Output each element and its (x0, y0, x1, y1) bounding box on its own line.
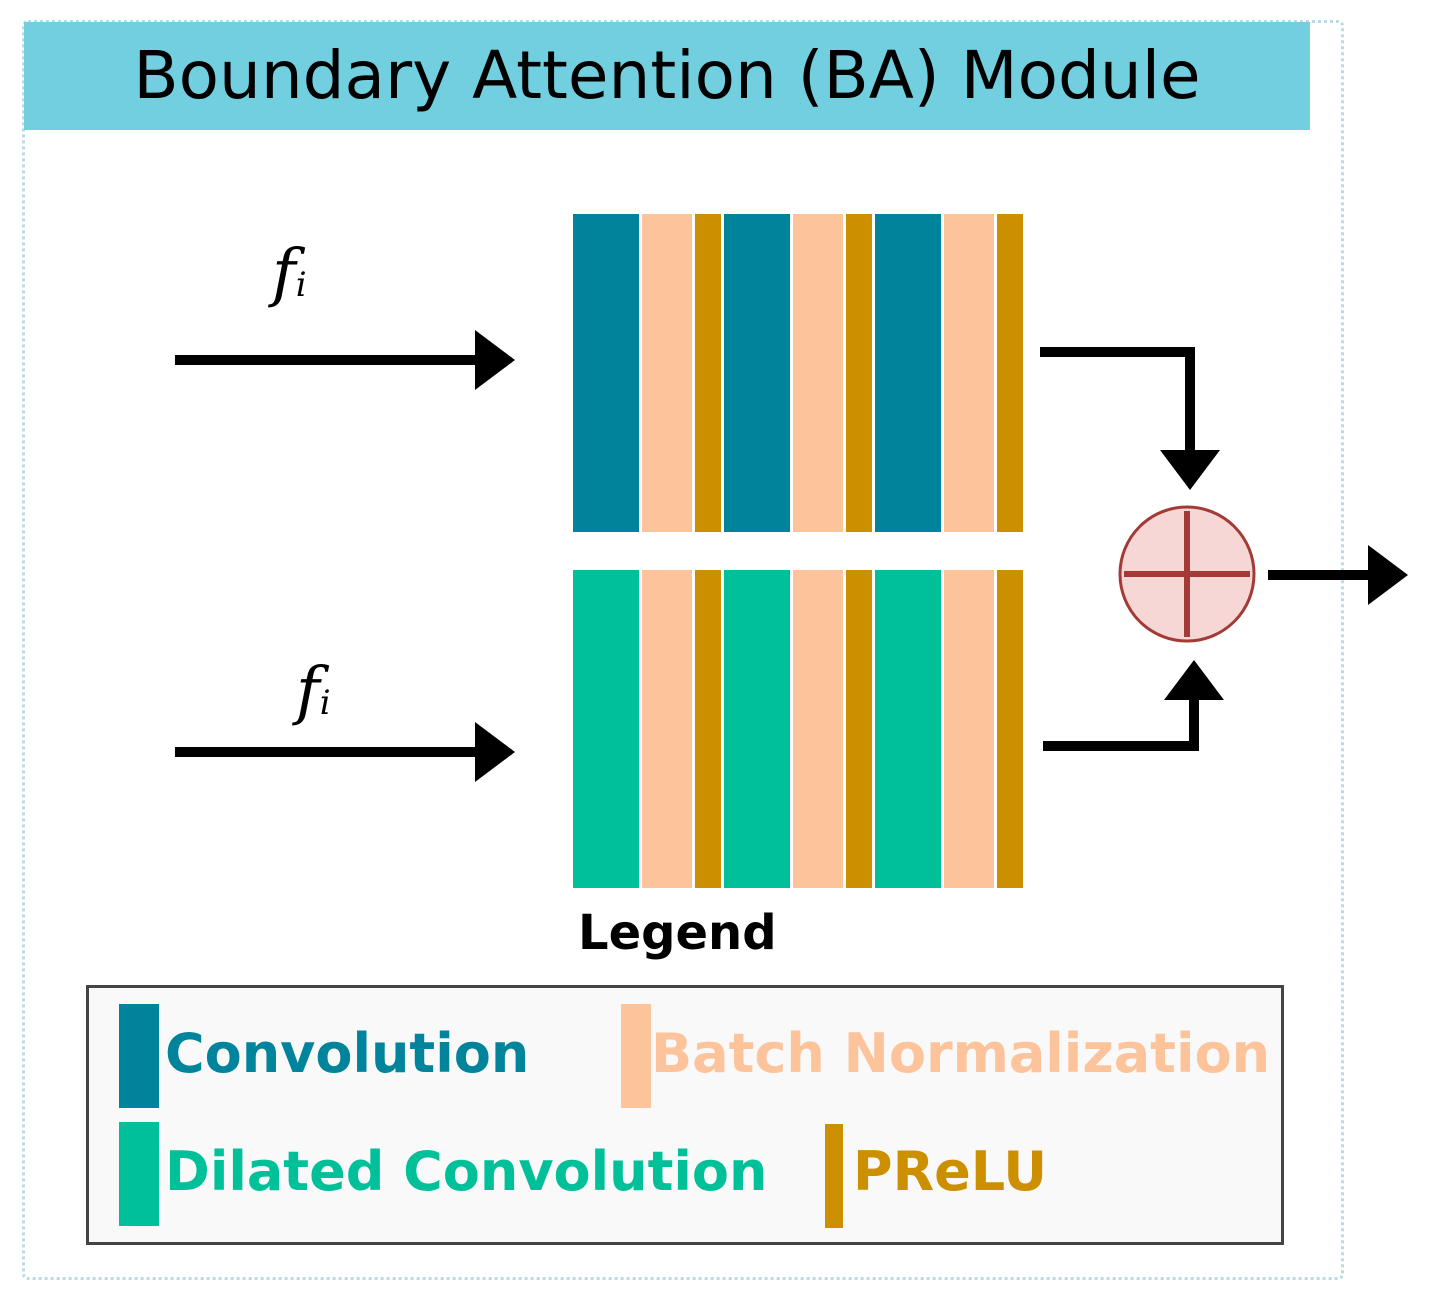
bottom-to-sum-connector (1043, 660, 1224, 751)
legend-label: Convolution (165, 1022, 530, 1085)
prelu-layer (695, 214, 721, 532)
prelu-layer (997, 214, 1023, 532)
prelu-layer (846, 214, 872, 532)
legend-label: PReLU (853, 1140, 1048, 1203)
input-symbol: f (272, 236, 296, 310)
top-to-sum-connector (1040, 347, 1220, 490)
module-frame (22, 20, 1344, 1280)
batch-normalization-layer (793, 214, 843, 532)
batch-normalization-layer (642, 214, 692, 532)
prelu-layer (997, 570, 1023, 888)
dilated-convolution-swatch (119, 1122, 159, 1226)
legend: Convolution Batch Normalization Dilated … (86, 985, 1284, 1245)
legend-title: Legend (578, 905, 777, 961)
convolution-layer (724, 214, 790, 532)
prelu-swatch (825, 1124, 843, 1228)
batch-normalization-layer (642, 570, 692, 888)
title-bar: Boundary Attention (BA) Module (24, 22, 1310, 130)
convolution-layer (875, 214, 941, 532)
legend-label: Batch Normalization (651, 1022, 1271, 1085)
input-label-top: fi (272, 236, 307, 310)
batch-normalization-layer (793, 570, 843, 888)
input-subscript: i (319, 683, 331, 723)
dilated-convolution-layer (724, 570, 790, 888)
batch-normalization-layer (944, 214, 994, 532)
dilated-convolution-layer (573, 570, 639, 888)
dilated-convolution-layer (875, 570, 941, 888)
convolution-layer (573, 214, 639, 532)
input-symbol: f (296, 654, 320, 728)
convolution-swatch (119, 1004, 159, 1108)
batch-normalization-layer (944, 570, 994, 888)
module-title: Boundary Attention (BA) Module (133, 37, 1201, 114)
legend-label: Dilated Convolution (165, 1140, 768, 1203)
batch-normalization-swatch (621, 1004, 651, 1108)
bottom-dilated-conv-stack (573, 570, 1023, 888)
top-conv-stack (573, 214, 1023, 532)
input-label-bottom: fi (296, 654, 331, 728)
prelu-layer (695, 570, 721, 888)
prelu-layer (846, 570, 872, 888)
input-subscript: i (295, 265, 307, 305)
